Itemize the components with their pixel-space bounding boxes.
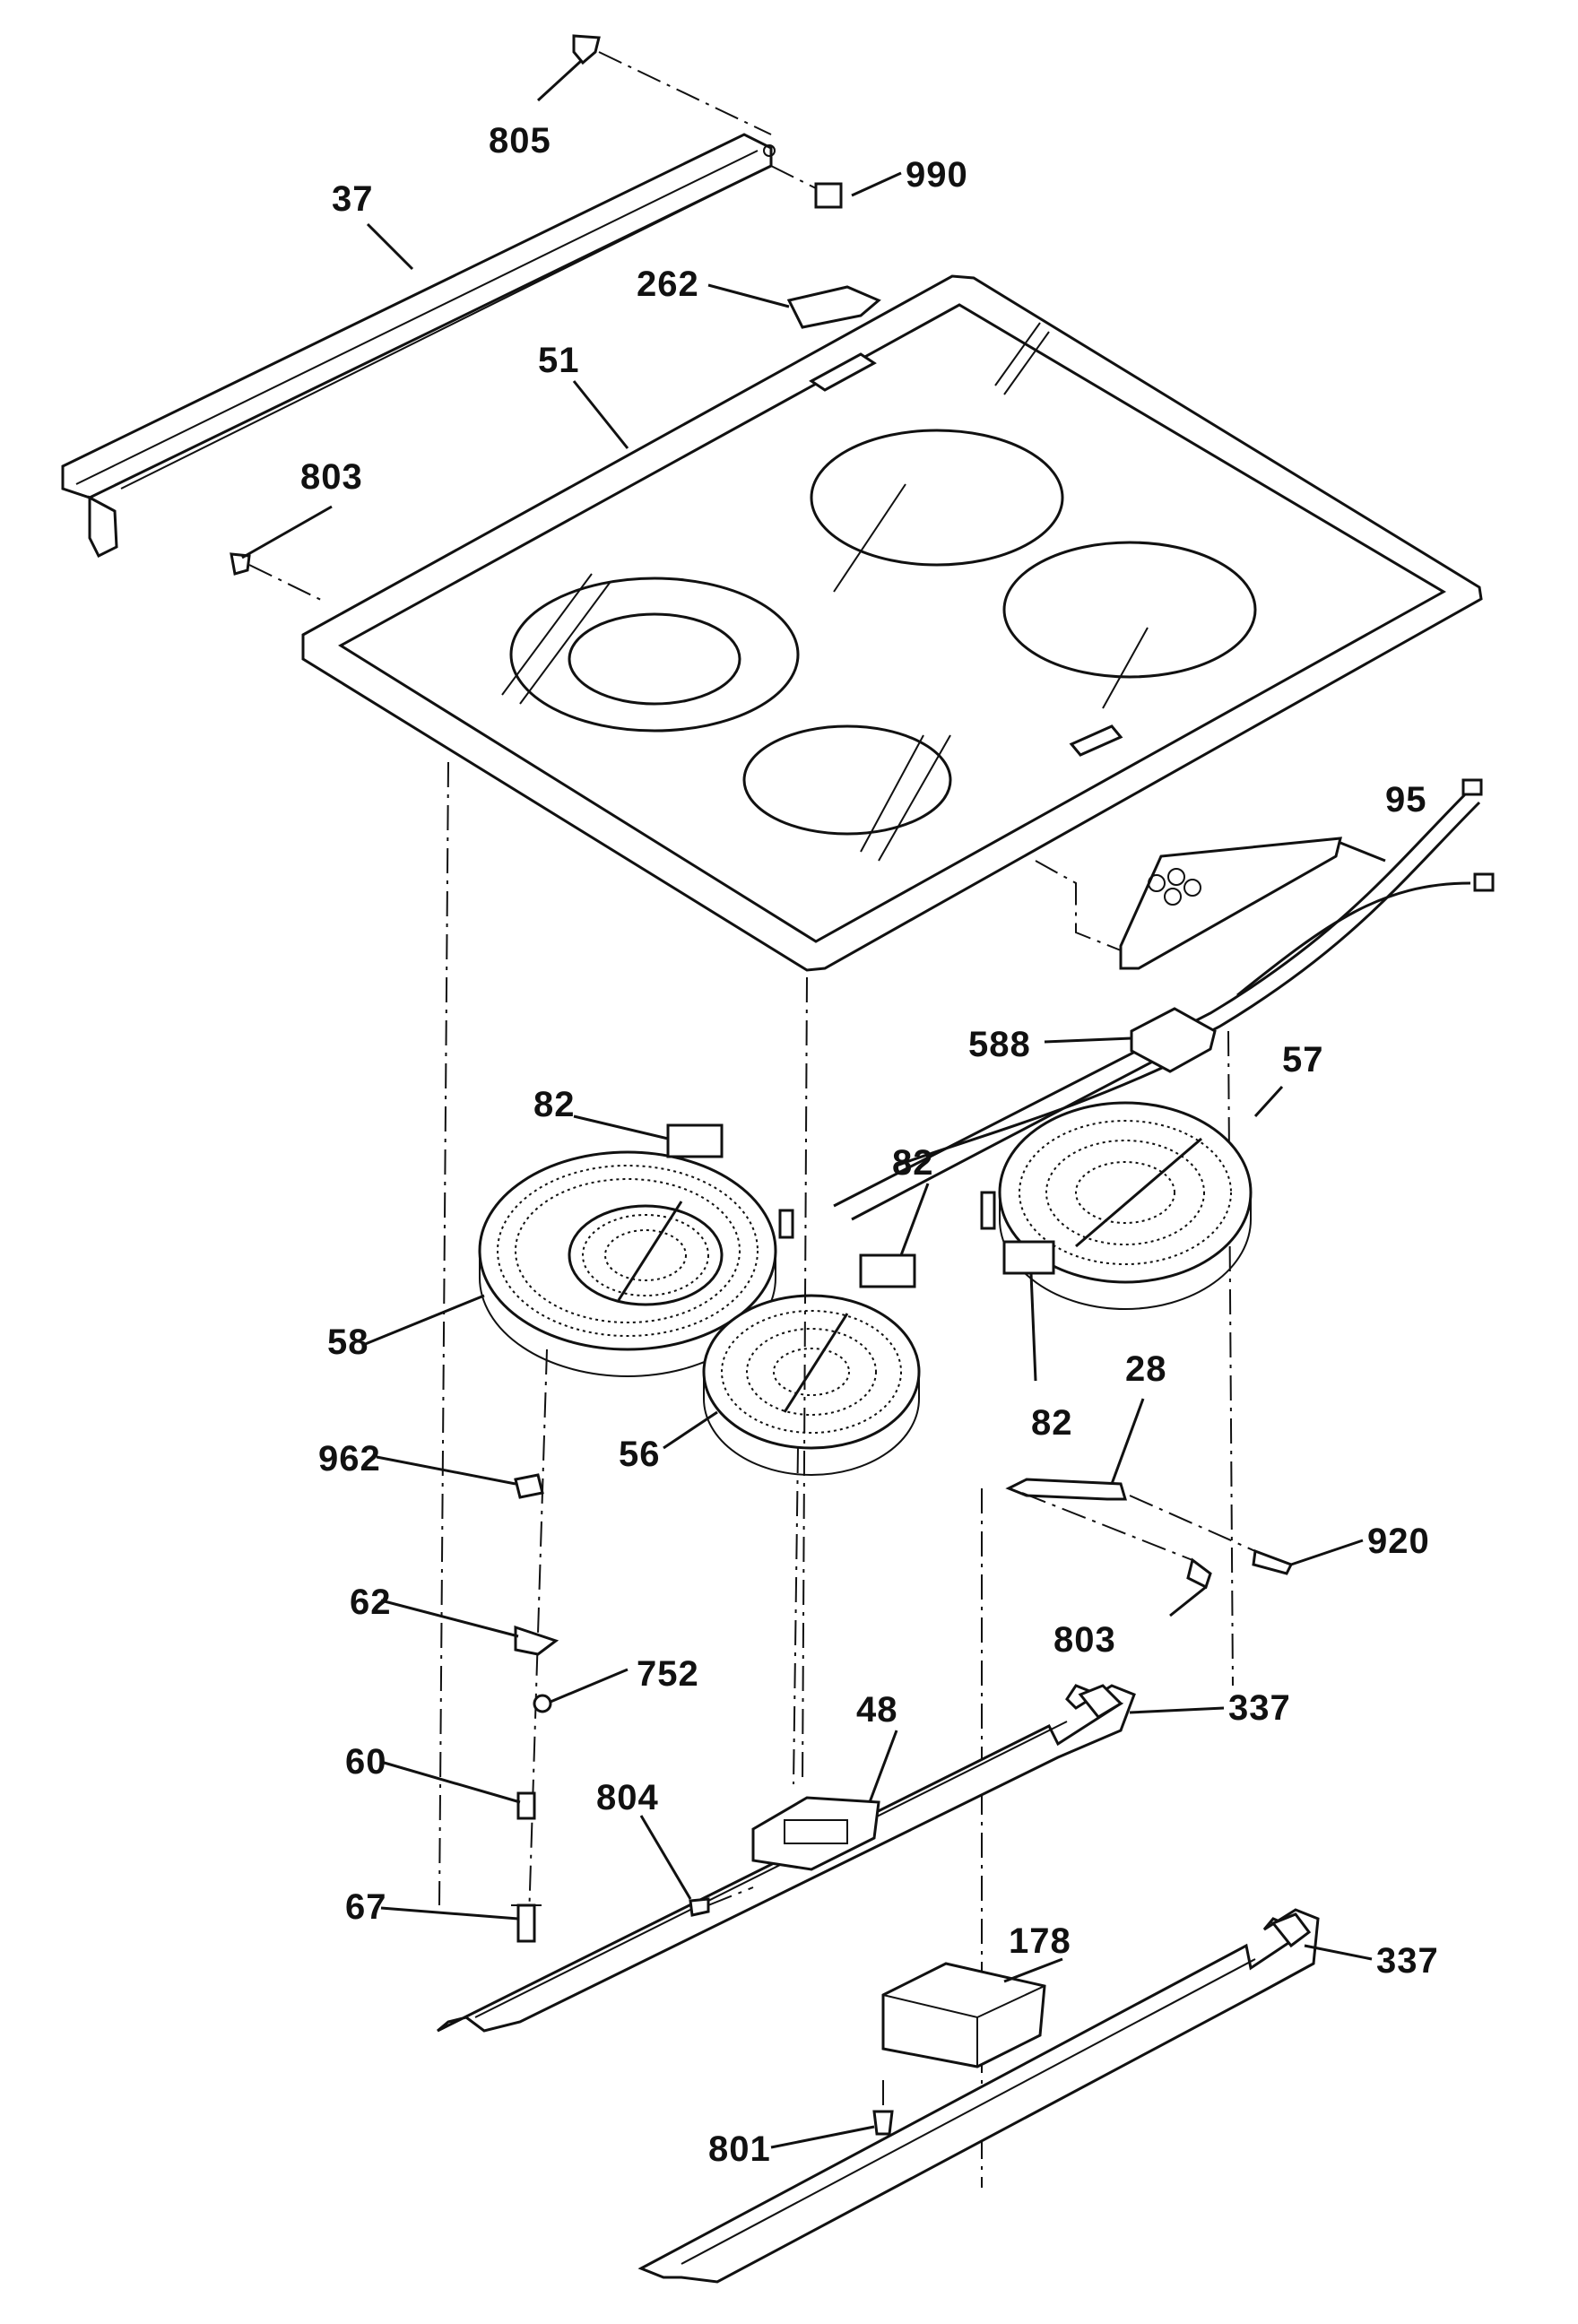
label-37: 37: [332, 179, 374, 219]
label-95: 95: [1385, 780, 1427, 819]
label-82: 82: [892, 1143, 934, 1183]
part-screw-801: [872, 2080, 894, 2136]
part-cooktop-glass: [301, 274, 1483, 972]
part-labels: 805 990 37 262 51 803 95 588 57 82 82 82…: [300, 121, 1439, 2169]
part-screw-803-top: [230, 552, 324, 602]
label-262: 262: [637, 264, 699, 304]
label-62: 62: [350, 1583, 392, 1622]
label-28: 28: [1125, 1349, 1167, 1389]
label-58: 58: [327, 1322, 369, 1362]
part-element-58: [478, 1123, 794, 1377]
part-spacer-60: [516, 1791, 536, 1820]
label-48: 48: [856, 1690, 898, 1730]
label-805: 805: [489, 121, 551, 160]
label-801: 801: [708, 2129, 771, 2169]
label-803: 803: [1053, 1620, 1116, 1660]
label-178: 178: [1009, 1921, 1071, 1961]
part-element-56: [702, 1253, 921, 1476]
label-82: 82: [1031, 1403, 1073, 1443]
part-trim-strip: [61, 133, 776, 559]
label-57: 57: [1282, 1040, 1324, 1080]
part-bracket-95: [1035, 837, 1342, 970]
label-82: 82: [533, 1085, 576, 1124]
part-module-178: [881, 1962, 1046, 2068]
part-clip-262: [786, 285, 881, 329]
part-screw-804: [689, 1886, 754, 1917]
label-56: 56: [619, 1435, 661, 1474]
label-588: 588: [968, 1025, 1031, 1064]
part-stud-67: [511, 1903, 542, 1943]
label-803: 803: [300, 457, 363, 497]
part-screw-920: [1252, 1548, 1294, 1575]
label-67: 67: [345, 1887, 387, 1927]
part-rail-337-lower: [637, 1908, 1320, 2284]
part-clip-962: [514, 1473, 544, 1499]
label-920: 920: [1367, 1522, 1430, 1561]
label-337: 337: [1228, 1688, 1291, 1728]
label-60: 60: [345, 1742, 387, 1782]
part-bracket-28: [1005, 1478, 1256, 1590]
part-screw-752: [533, 1694, 552, 1713]
part-clip-990: [770, 165, 843, 209]
label-752: 752: [637, 1654, 699, 1694]
leader-lines: [241, 59, 1386, 2149]
label-51: 51: [538, 341, 580, 380]
part-bracket-48: [751, 1796, 880, 1871]
label-990: 990: [906, 155, 968, 195]
label-804: 804: [596, 1778, 659, 1817]
label-962: 962: [318, 1439, 381, 1479]
part-screw-805: [572, 34, 772, 135]
label-337: 337: [1376, 1941, 1439, 1981]
part-bracket-62: [514, 1625, 559, 1656]
part-element-57: [980, 1101, 1253, 1310]
alignment-guides: [438, 761, 983, 2188]
